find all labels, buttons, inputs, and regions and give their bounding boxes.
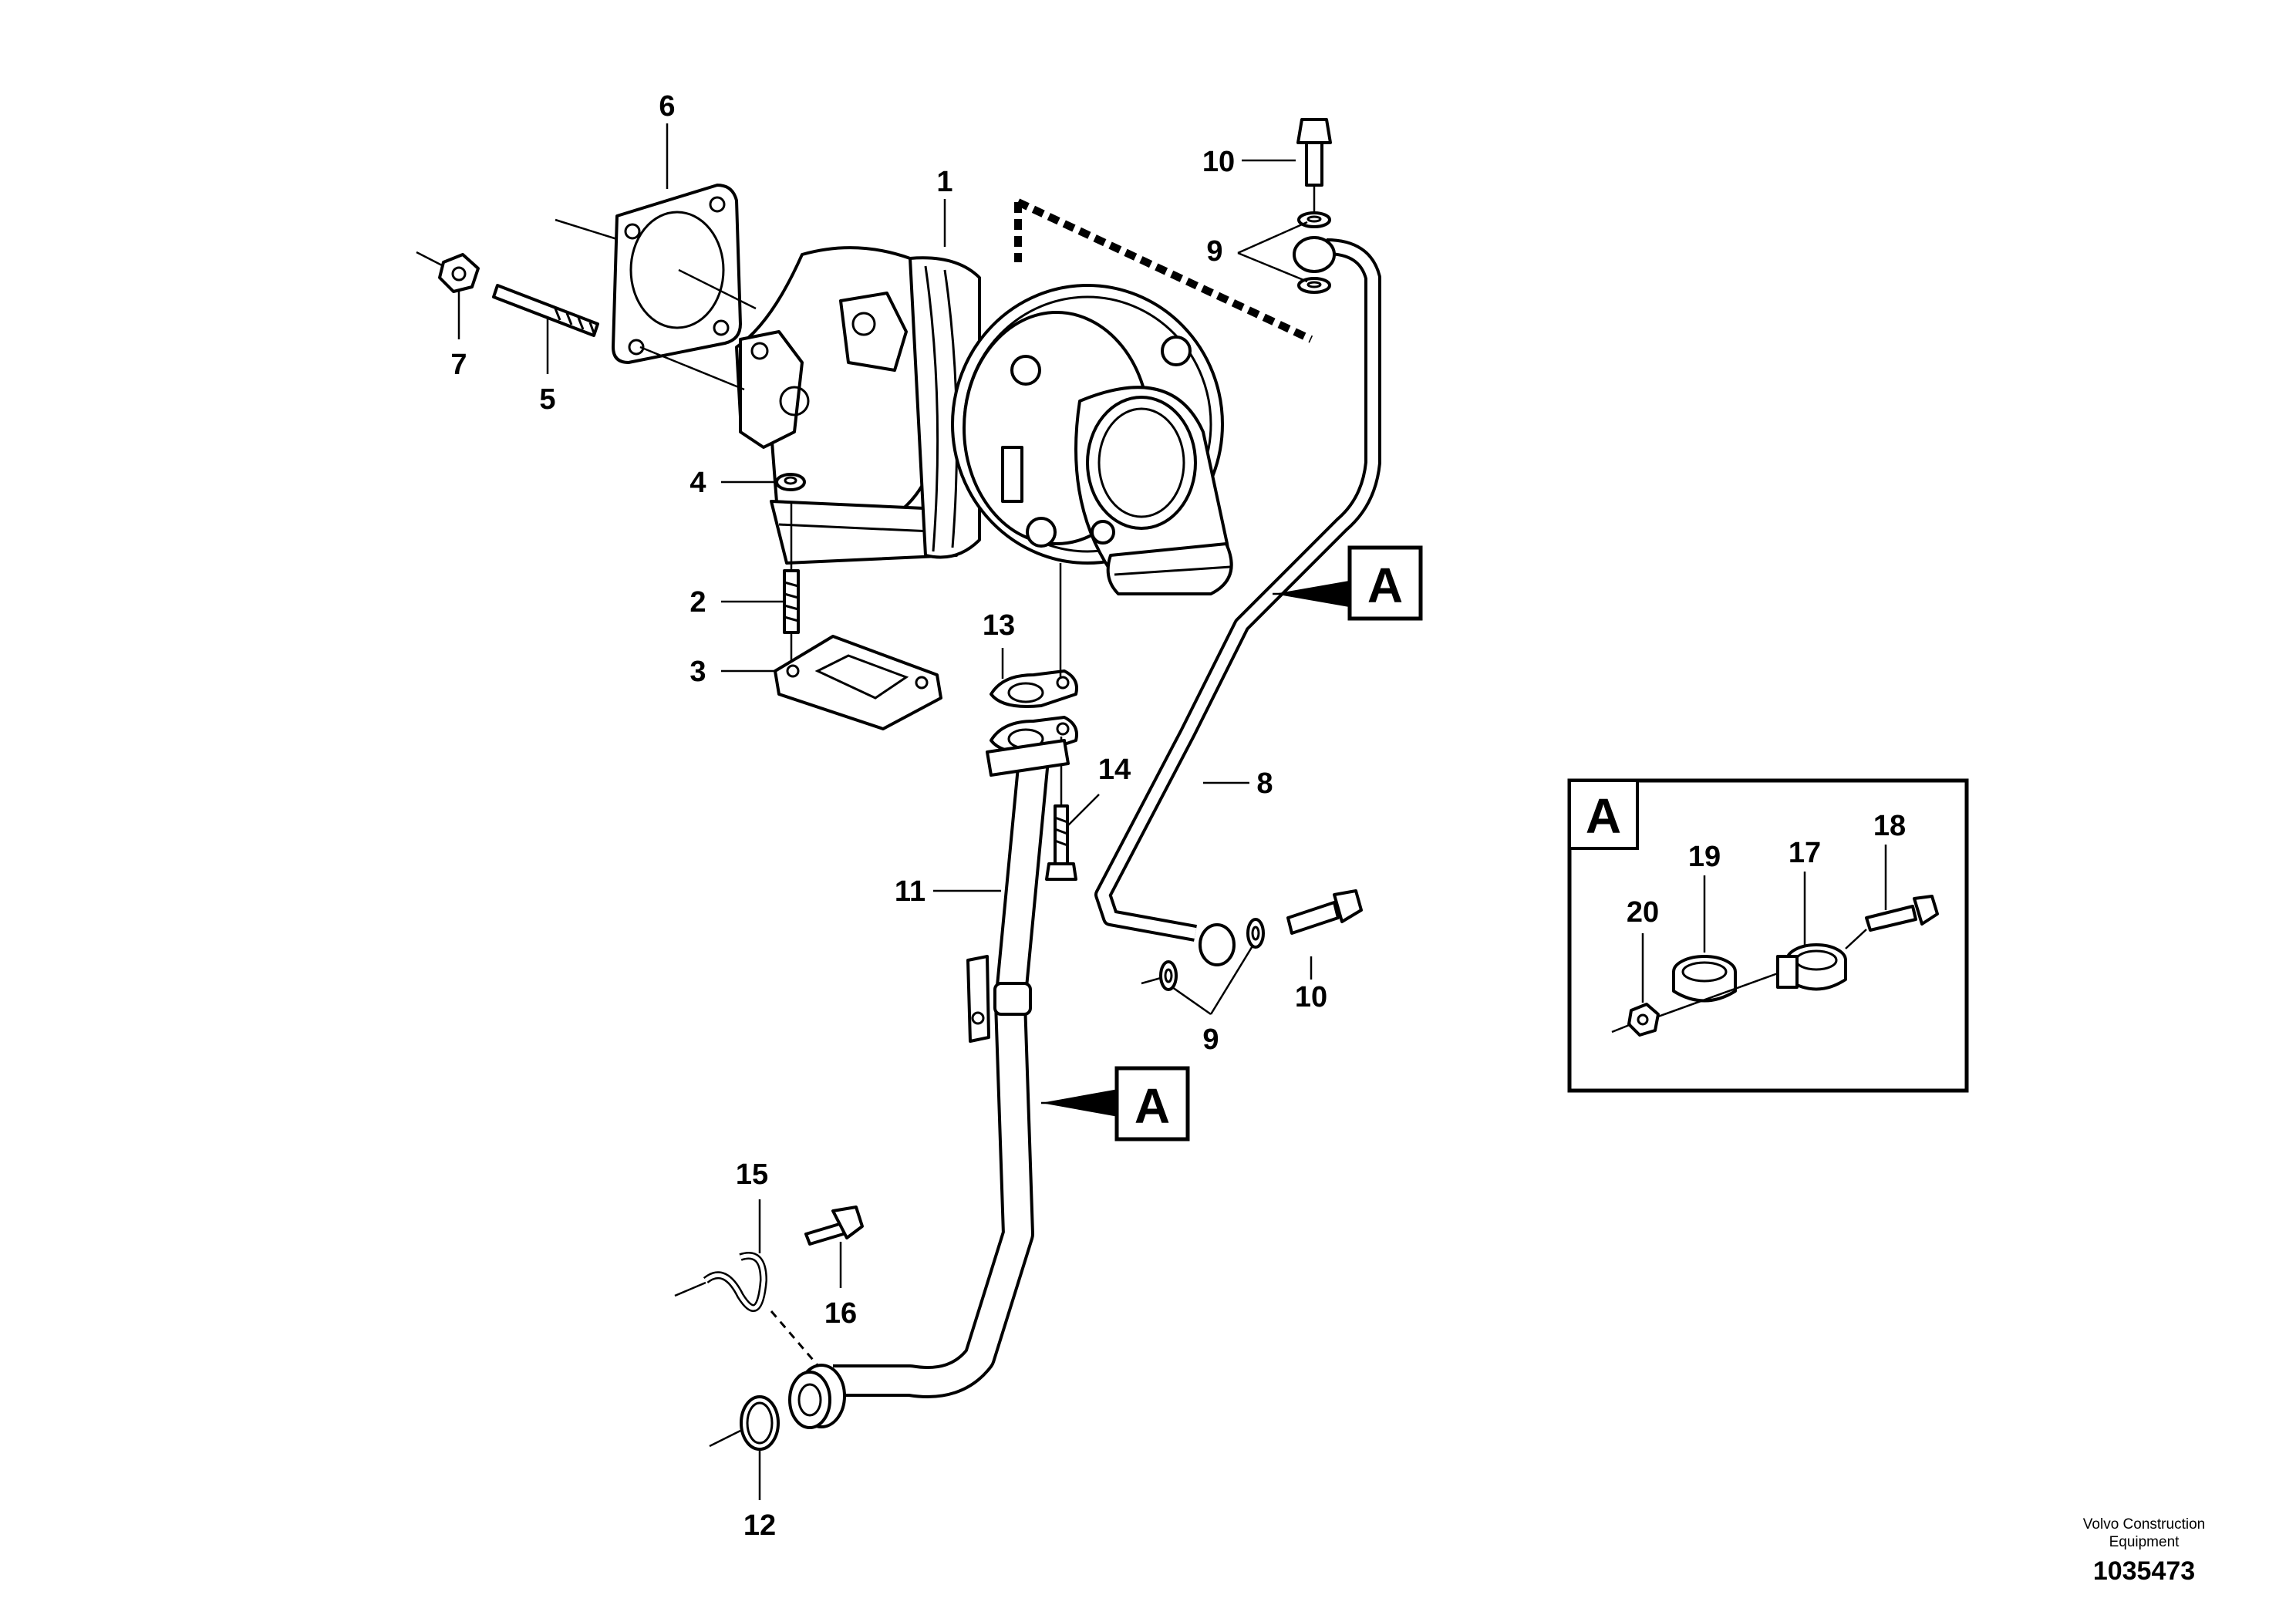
callouts: 1 2 3 4 5 6 7 8 9 9 10 10 11 12 13 14 15…: [450, 90, 1906, 1542]
callout-14: 14: [1098, 754, 1131, 786]
turbine-inlet-gasket: [612, 184, 742, 364]
detail-ref-arrow-bottom: [1041, 1089, 1118, 1117]
detail-ref-arrow-top: [1274, 580, 1354, 608]
clamp-bracket: [1776, 943, 1847, 991]
callout-7: 7: [450, 349, 467, 381]
callout-13: 13: [983, 609, 1015, 642]
callout-9-bottom: 9: [1202, 1023, 1219, 1056]
detail-ref-label-bottom: A: [1135, 1078, 1170, 1134]
banjo-bolt-top: [1296, 118, 1332, 187]
clip-bolt: [804, 1206, 864, 1246]
credit-line-1: Volvo Construction: [2083, 1516, 2205, 1533]
footer: Volvo Construction Equipment 1035473: [2083, 1516, 2205, 1586]
stud: [492, 284, 599, 337]
callout-16: 16: [824, 1297, 857, 1330]
callout-8: 8: [1256, 767, 1273, 800]
oil-return-pipe: [788, 739, 1070, 1429]
o-ring: [740, 1395, 780, 1451]
credit-line-2: Equipment: [2109, 1534, 2180, 1550]
callout-18: 18: [1873, 810, 1906, 842]
callout-10-top: 10: [1202, 146, 1235, 178]
callout-9-top: 9: [1206, 235, 1222, 268]
callout-10-bottom: 10: [1295, 981, 1327, 1013]
callout-12: 12: [743, 1509, 776, 1542]
callout-3: 3: [689, 656, 706, 688]
banjo-bolt-bottom: [1286, 889, 1363, 935]
detail-ref-box-bottom: [1114, 1066, 1190, 1141]
banjo-fitting-top: [1293, 236, 1336, 273]
callout-1: 1: [936, 166, 952, 198]
turbocharger: [735, 246, 1233, 595]
callout-17: 17: [1789, 837, 1821, 869]
detail-view-a: A: [1567, 778, 1969, 1093]
callout-2: 2: [689, 586, 706, 619]
clamp-bolt: [1865, 895, 1939, 932]
callout-6: 6: [659, 90, 675, 123]
oil-return-gasket-upper: [990, 669, 1078, 708]
clamp-rubber: [1672, 955, 1737, 1003]
callout-20: 20: [1627, 896, 1659, 929]
callout-11: 11: [895, 875, 925, 908]
callout-19: 19: [1688, 841, 1721, 873]
callout-4: 4: [689, 467, 706, 499]
banjo-washer-bottom-right: [1246, 918, 1265, 949]
detail-ref-label-top: A: [1367, 558, 1403, 613]
mounting-stud: [783, 569, 800, 634]
document-number: 1035473: [2093, 1556, 2195, 1586]
banjo-washer-bottom-left: [1159, 960, 1178, 991]
retaining-clip: [703, 1252, 768, 1312]
oil-feed-pipe: [1094, 238, 1381, 942]
oil-return-flange-bolt: [1045, 804, 1077, 881]
nut: [438, 253, 480, 293]
clamp-nut: [1627, 1003, 1660, 1037]
washer: [775, 473, 806, 491]
banjo-fitting-bottom: [1199, 923, 1236, 966]
detail-ref-box-top: [1347, 545, 1423, 621]
exhaust-flange-gasket: [774, 635, 942, 730]
dashed-alignment-line: [1014, 198, 1313, 343]
detail-view-label: A: [1586, 788, 1621, 844]
callout-15: 15: [736, 1158, 768, 1191]
callout-5: 5: [539, 383, 555, 416]
